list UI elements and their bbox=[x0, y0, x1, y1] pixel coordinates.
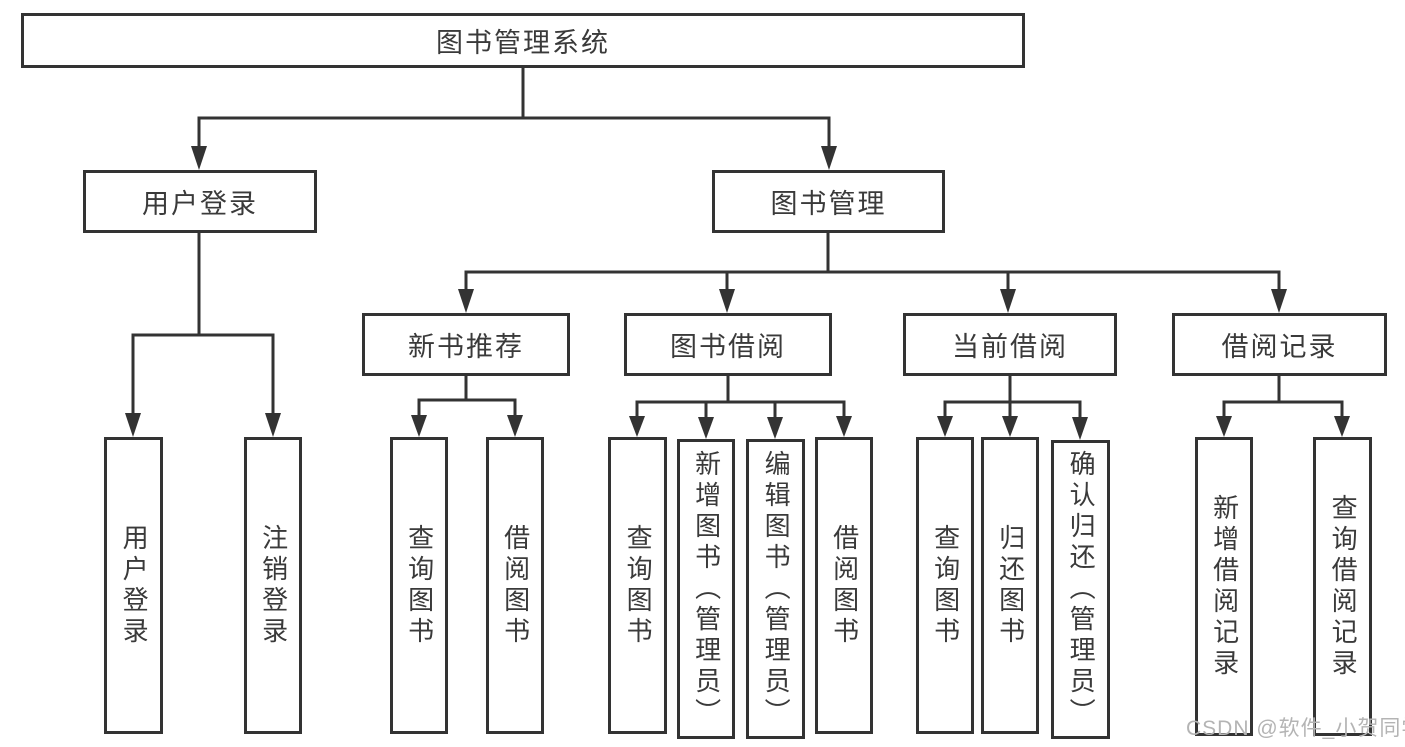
leaf-confirm-return-admin: 确认归还（管理员） bbox=[1051, 440, 1110, 739]
node-user-login-label: 用户登录 bbox=[142, 189, 258, 219]
leaf-edit-books-admin: 编辑图书（管理员） bbox=[746, 439, 805, 739]
leaf-query-books-recommend: 查询图书 bbox=[390, 437, 448, 734]
node-borrowing-records: 借阅记录 bbox=[1172, 313, 1387, 376]
leaf-query-books-current-label: 查询图书 bbox=[930, 523, 961, 648]
node-user-login: 用户登录 bbox=[83, 170, 317, 233]
leaf-logout-login: 注销登录 bbox=[244, 437, 302, 734]
leaf-query-books-borrowing-label: 查询图书 bbox=[623, 523, 654, 648]
leaf-add-books-admin-label: 新增图书（管理员） bbox=[691, 449, 722, 729]
node-library-management-system: 图书管理系统 bbox=[21, 13, 1025, 68]
node-book-borrowing-label: 图书借阅 bbox=[670, 332, 786, 362]
leaf-logout-login-label: 注销登录 bbox=[258, 523, 289, 648]
leaf-query-books-recommend-label: 查询图书 bbox=[404, 523, 435, 648]
leaf-return-books-label: 归还图书 bbox=[995, 523, 1026, 648]
node-new-book-recommendation: 新书推荐 bbox=[362, 313, 570, 376]
node-book-management: 图书管理 bbox=[712, 170, 945, 233]
leaf-query-books-borrowing: 查询图书 bbox=[608, 437, 667, 734]
leaf-return-books: 归还图书 bbox=[981, 437, 1039, 734]
leaf-borrow-books-recommend: 借阅图书 bbox=[486, 437, 544, 734]
connector-borrowing-records-to-leaves bbox=[1216, 376, 1350, 437]
connector-current-borrowing-to-leaves bbox=[937, 376, 1088, 440]
leaf-add-books-admin: 新增图书（管理员） bbox=[677, 439, 735, 739]
connector-book-management-to-level3 bbox=[458, 233, 1287, 313]
leaf-query-borrow-record: 查询借阅记录 bbox=[1313, 437, 1372, 736]
leaf-edit-books-admin-label: 编辑图书（管理员） bbox=[761, 449, 792, 729]
leaf-borrow-books-recommend-label: 借阅图书 bbox=[500, 523, 531, 648]
node-book-borrowing: 图书借阅 bbox=[624, 313, 832, 376]
leaf-query-books-current: 查询图书 bbox=[916, 437, 974, 734]
node-book-management-label: 图书管理 bbox=[770, 189, 887, 219]
connector-book-borrowing-to-leaves bbox=[629, 376, 852, 439]
node-current-borrowing-label: 当前借阅 bbox=[952, 332, 1068, 362]
leaf-confirm-return-admin-label: 确认归还（管理员） bbox=[1066, 450, 1097, 729]
node-new-book-recommendation-label: 新书推荐 bbox=[408, 332, 524, 362]
node-borrowing-records-label: 借阅记录 bbox=[1221, 332, 1338, 362]
connector-new-book-to-leaves bbox=[411, 376, 523, 437]
leaf-borrow-books-borrowing: 借阅图书 bbox=[815, 437, 873, 734]
csdn-watermark: CSDN @软件_小贺同学 bbox=[1186, 717, 1405, 740]
leaf-borrow-books-borrowing-label: 借阅图书 bbox=[829, 523, 860, 648]
node-library-management-system-label: 图书管理系统 bbox=[436, 28, 610, 58]
connector-root-to-level2 bbox=[191, 68, 837, 170]
leaf-query-borrow-record-label: 查询借阅记录 bbox=[1328, 493, 1359, 680]
node-current-borrowing: 当前借阅 bbox=[903, 313, 1117, 376]
leaf-user-login-label: 用户登录 bbox=[119, 523, 150, 648]
connector-user-login-to-leaves bbox=[125, 233, 281, 437]
leaf-user-login: 用户登录 bbox=[104, 437, 163, 734]
leaf-add-borrow-record-label: 新增借阅记录 bbox=[1209, 493, 1240, 680]
leaf-add-borrow-record: 新增借阅记录 bbox=[1195, 437, 1253, 736]
